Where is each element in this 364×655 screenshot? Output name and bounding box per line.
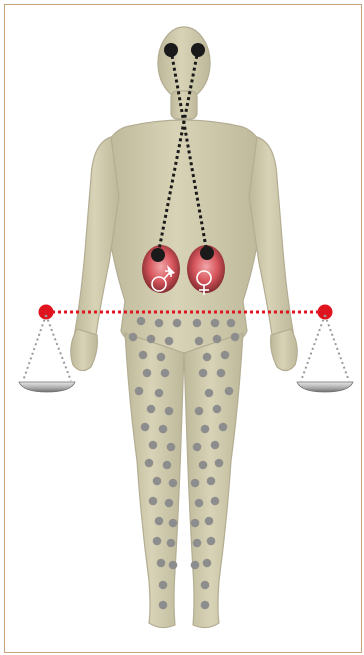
lower-body-dot [143, 369, 152, 378]
lower-body-dot [191, 561, 200, 570]
diagram-frame [4, 4, 362, 653]
lower-body-dot [165, 337, 174, 346]
lower-body-dot [165, 407, 174, 416]
lower-body-dot [135, 387, 144, 396]
lower-body-dot [137, 317, 146, 326]
organ-node-right [200, 246, 214, 260]
lower-body-dot [159, 425, 168, 434]
left-scale [19, 315, 75, 392]
balance-pan-icon [19, 382, 75, 392]
human-body-balance-diagram [5, 5, 363, 654]
lower-body-dot [159, 581, 168, 590]
lower-body-dot [219, 423, 228, 432]
lower-body-dot [155, 517, 164, 526]
lower-body-dot [211, 497, 220, 506]
lower-body-dot [155, 389, 164, 398]
lower-body-dot [157, 559, 166, 568]
organ-node-left [151, 248, 165, 262]
lower-body-dot [199, 369, 208, 378]
lower-body-dot [149, 497, 158, 506]
lower-body-dot [201, 581, 210, 590]
lower-body-dot [153, 537, 162, 546]
lower-body-dot [169, 479, 178, 488]
lower-body-dot [221, 351, 230, 360]
lower-body-dot [139, 351, 148, 360]
lower-body-dot [165, 499, 174, 508]
lower-body-dot [147, 405, 156, 414]
head-node-right [191, 43, 205, 57]
lower-body-dot [213, 405, 222, 414]
lower-body-dot [211, 441, 220, 450]
lower-body-dot [169, 561, 178, 570]
lower-body-dot [207, 537, 216, 546]
lower-body-dot [167, 443, 176, 452]
lower-body-dot [191, 479, 200, 488]
lower-body-dot [193, 319, 202, 328]
lower-body-dot [215, 459, 224, 468]
lower-body-dot [167, 539, 176, 548]
head-node-left [164, 43, 178, 57]
torso [105, 120, 263, 353]
balance-beam-right-end [318, 305, 333, 320]
lower-body-dot [141, 423, 150, 432]
lower-body-dot [217, 369, 226, 378]
lower-body-dot [203, 559, 212, 568]
lower-body-dot [159, 601, 168, 610]
lower-body-dot [199, 461, 208, 470]
lower-body-dot [153, 477, 162, 486]
lower-body-dot [225, 387, 234, 396]
lower-body-dot [193, 443, 202, 452]
lower-body-dot [201, 425, 210, 434]
lower-body-dot [193, 539, 202, 548]
lower-body-dot [195, 407, 204, 416]
lower-body-dot [231, 333, 240, 342]
lower-body-dot [147, 335, 156, 344]
lower-body-dot [227, 319, 236, 328]
lower-body-dot [161, 369, 170, 378]
right-scale [297, 315, 353, 392]
right-hand [271, 329, 298, 371]
lower-body-dot [211, 319, 220, 328]
lower-body-dot [155, 319, 164, 328]
lower-body-dot [195, 337, 204, 346]
lower-body-dot [169, 519, 178, 528]
lower-body-dot [203, 353, 212, 362]
lower-body-dot [173, 319, 182, 328]
lower-body-dot [129, 333, 138, 342]
lower-body-dot [191, 519, 200, 528]
lower-body-dot [207, 477, 216, 486]
lower-body-dot [205, 517, 214, 526]
lower-body-dot [163, 461, 172, 470]
lower-body-dot [145, 459, 154, 468]
lower-body-dot [213, 335, 222, 344]
left-hand [71, 329, 98, 371]
lower-body-dot [201, 601, 210, 610]
lower-body-dot [149, 441, 158, 450]
lower-body-dot [205, 389, 214, 398]
balance-beam-left-end [39, 305, 54, 320]
lower-body-dot [195, 499, 204, 508]
balance-pan-icon [297, 382, 353, 392]
lower-body-dot [157, 353, 166, 362]
head [158, 27, 210, 99]
